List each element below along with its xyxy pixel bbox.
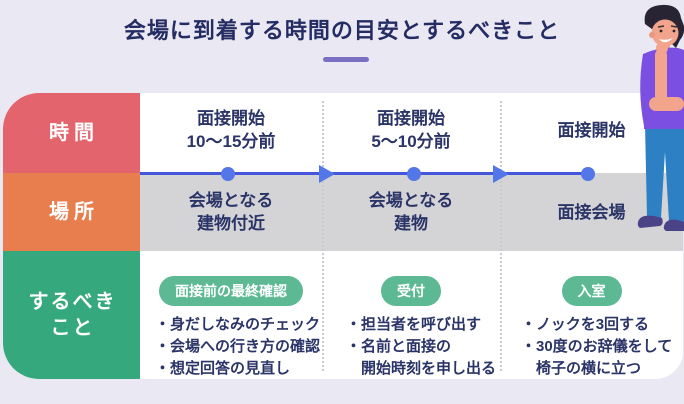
timeline-dot — [581, 166, 595, 181]
row-header-place: 場所 — [3, 173, 140, 251]
row-header-place-label: 場所 — [49, 201, 99, 223]
row-header-time: 時間 — [3, 93, 140, 173]
time-stage3-line1: 面接開始 — [557, 120, 626, 140]
status-badge-stage1: 面接前の最終確認 — [159, 276, 303, 306]
timeline-dot — [221, 166, 235, 181]
row-header-todo-line2: こと — [50, 317, 95, 339]
place-stage3-line1: 面接会場 — [557, 202, 626, 222]
todo-item: ・想定回答の見直し — [155, 360, 291, 377]
todo-list-stage3: ・ノックを3回する ・30度のお辞儀をして 椅子の横に立つ — [500, 314, 683, 379]
timeline-line — [140, 172, 588, 175]
todo-list-stage1: ・身だしなみのチェック ・会場への行き方の確認 ・想定回答の見直し — [140, 314, 322, 379]
place-stage1-line1: 会場となる — [188, 191, 274, 210]
todo-item: ・30度のお辞儀をして — [521, 338, 673, 355]
status-badge-stage2: 受付 — [381, 276, 441, 306]
time-cell-stage1: 面接開始 10〜15分前 — [140, 93, 322, 173]
todo-item: ・名前と面接の — [346, 338, 452, 355]
todo-item: ・ノックを3回する — [521, 316, 650, 333]
todo-item: ・会場への行き方の確認 — [155, 338, 321, 355]
todo-cell-stage3: 入室 ・ノックを3回する ・30度のお辞儀をして 椅子の横に立つ — [500, 251, 683, 379]
column-divider — [322, 101, 324, 371]
todo-list-stage2: ・担当者を呼び出す ・名前と面接の 開始時刻を申し出る — [322, 314, 500, 379]
place-cell-stage1: 会場となる 建物付近 — [140, 173, 322, 251]
todo-item: ・担当者を呼び出す — [346, 316, 482, 333]
time-stage2-line2: 5〜10分前 — [371, 132, 451, 151]
todo-cell-stage2: 受付 ・担当者を呼び出す ・名前と面接の 開始時刻を申し出る — [322, 251, 500, 379]
place-stage2-line1: 会場となる — [368, 191, 454, 210]
time-stage1-line2: 10〜15分前 — [186, 132, 276, 151]
timeline-arrow-icon — [493, 164, 509, 183]
place-stage1-line2: 建物付近 — [197, 214, 265, 233]
place-cell-stage2: 会場となる 建物 — [322, 173, 500, 251]
todo-item: 開始時刻を申し出る — [346, 360, 497, 377]
todo-item: 椅子の横に立つ — [521, 360, 642, 377]
time-stage2-line1: 面接開始 — [377, 109, 445, 128]
schedule-table: 時間 面接開始 10〜15分前 面接開始 5〜10分前 面接開始 場所 会場とな… — [3, 93, 683, 379]
row-header-todo-line1: するべき — [28, 291, 117, 313]
time-cell-stage2: 面接開始 5〜10分前 — [322, 93, 500, 173]
row-header-time-label: 時間 — [49, 122, 99, 144]
thinking-person-illustration — [614, 2, 684, 234]
todo-item: ・身だしなみのチェック — [155, 316, 321, 333]
place-stage2-line2: 建物 — [394, 214, 428, 233]
page-title: 会場に到着する時間の目安とするべきこと — [123, 18, 561, 43]
title-underline — [323, 57, 369, 62]
row-header-todo: するべき こと — [3, 251, 140, 379]
timeline-dot — [407, 166, 421, 181]
time-stage1-line1: 面接開始 — [197, 109, 265, 128]
status-badge-stage3: 入室 — [561, 276, 622, 306]
column-divider — [500, 101, 502, 371]
timeline-arrow-icon — [319, 164, 335, 183]
todo-cell-stage1: 面接前の最終確認 ・身だしなみのチェック ・会場への行き方の確認 ・想定回答の見… — [140, 251, 322, 379]
